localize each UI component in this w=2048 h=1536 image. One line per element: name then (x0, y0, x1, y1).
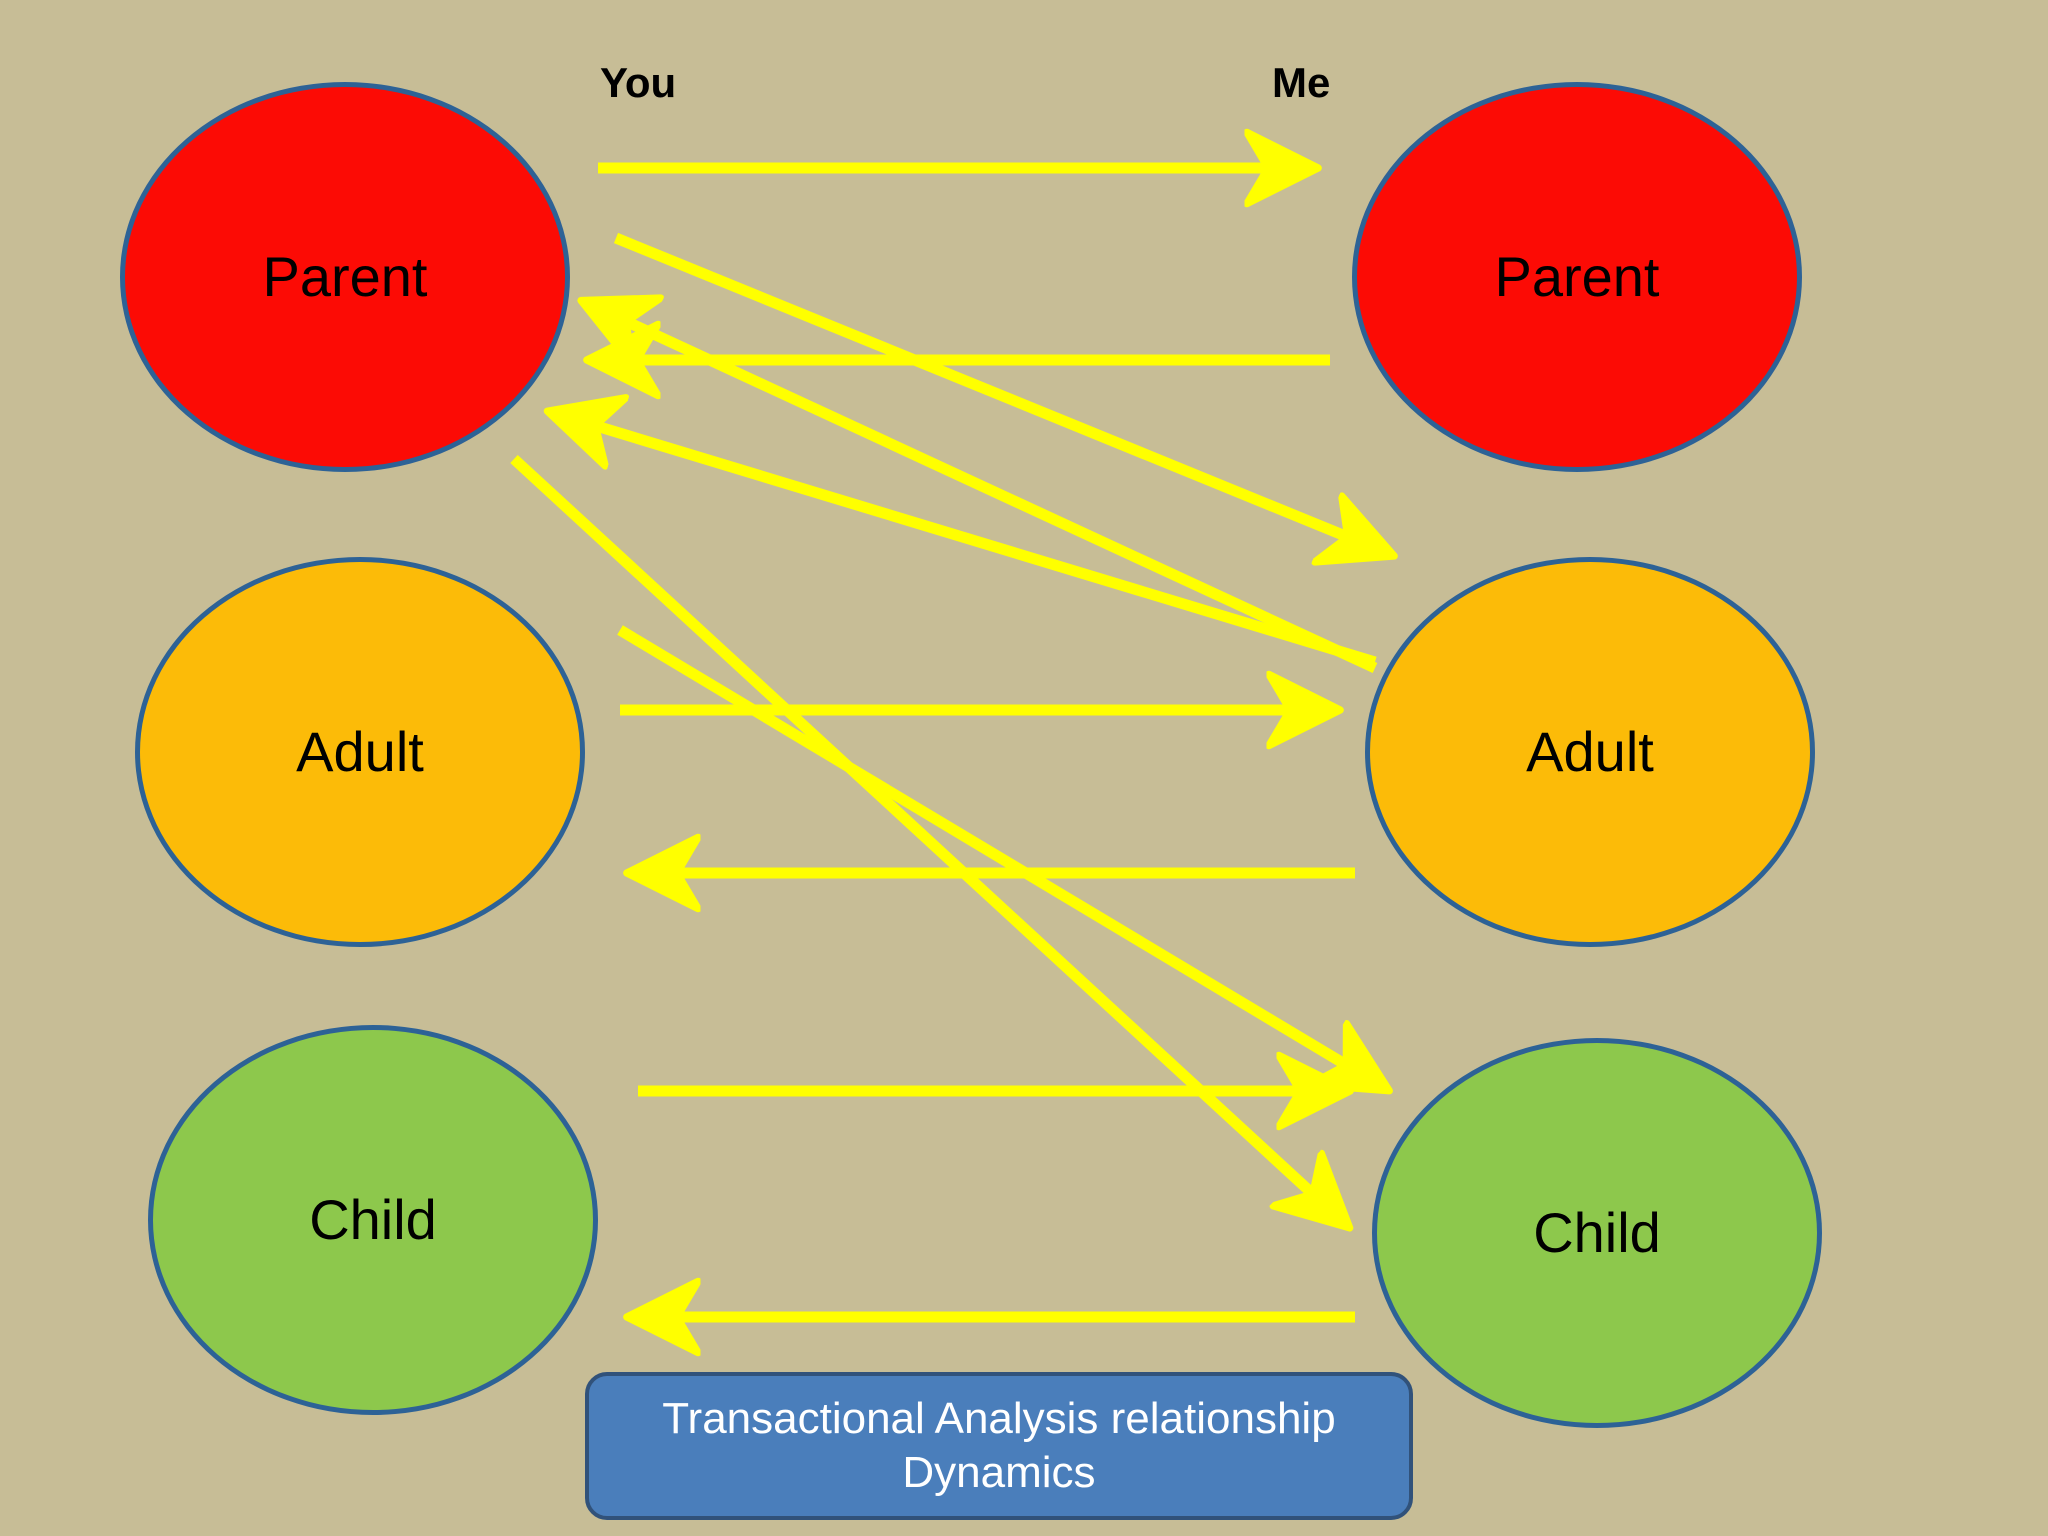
ego-state-you-adult[interactable]: Adult (135, 557, 585, 947)
ego-state-me-adult[interactable]: Adult (1365, 557, 1815, 947)
caption-line-2: Dynamics (902, 1448, 1096, 1497)
ego-state-me-child[interactable]: Child (1372, 1038, 1822, 1428)
column-header-me: Me (1272, 59, 1331, 106)
column-header-you: You (600, 59, 677, 106)
ego-state-label: Child (1533, 1201, 1661, 1264)
caption-text: Transactional Analysis relationship Dyna… (636, 1392, 1361, 1499)
ego-state-label: Parent (1494, 245, 1660, 308)
caption-line-1: Transactional Analysis relationship (662, 1394, 1336, 1444)
arrow-me-adult-to-you-parent (560, 415, 1377, 668)
arrow-you-adult-to-me-child (617, 625, 1378, 1084)
ego-state-label: Child (309, 1188, 437, 1251)
arrow-you-parent-to-me-child (510, 454, 1340, 1219)
ego-state-you-child[interactable]: Child (148, 1025, 598, 1415)
ego-state-label: Parent (262, 245, 428, 308)
ego-state-you-parent[interactable]: Parent (120, 82, 570, 472)
ego-state-me-parent[interactable]: Parent (1352, 82, 1802, 472)
ego-state-label: Adult (296, 720, 424, 783)
arrow-me-child-to-you-parent (593, 306, 1378, 673)
ego-state-label: Adult (1526, 720, 1654, 783)
arrow-you-parent-to-me-adult (613, 232, 1382, 551)
caption-box: Transactional Analysis relationship Dyna… (585, 1372, 1413, 1520)
